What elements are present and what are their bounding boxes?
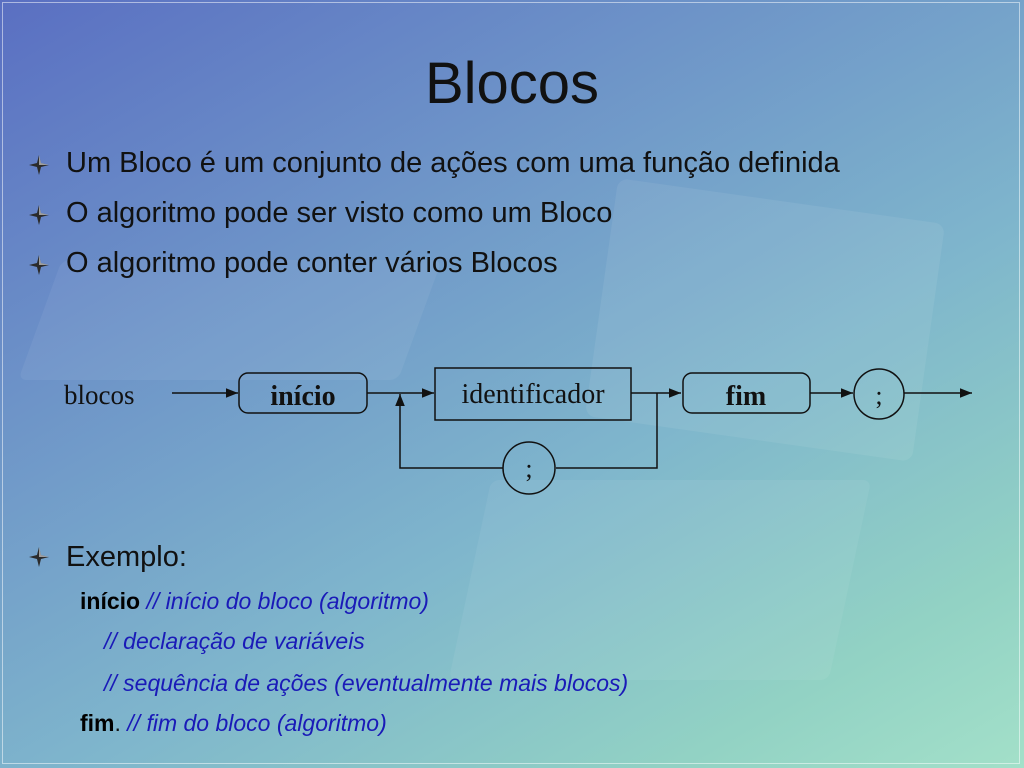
bullet-text: Um Bloco é um conjunto de ações com uma … xyxy=(66,147,840,179)
code-comment: // sequência de ações (eventualmente mai… xyxy=(104,670,629,696)
bullet-list: Um Bloco é um conjunto de ações com uma … xyxy=(28,142,840,292)
code-comment: // fim do bloco (algoritmo) xyxy=(127,710,387,736)
code-keyword: fim xyxy=(80,710,115,736)
code-punctuation: . xyxy=(114,710,121,736)
code-line: fim. // fim do bloco (algoritmo) xyxy=(80,710,387,737)
loop-separator-label: ; xyxy=(525,454,532,483)
bullet-item: O algoritmo pode conter vários Blocos xyxy=(28,242,840,292)
four-point-star-icon xyxy=(29,205,49,225)
terminator-node xyxy=(853,368,905,420)
example-heading: Exemplo: xyxy=(28,536,187,578)
end-keyword-label: fim xyxy=(726,381,766,412)
four-point-star-icon xyxy=(29,255,49,275)
start-keyword-label: início xyxy=(270,381,335,412)
bullet-item: O algoritmo pode ser visto como um Bloco xyxy=(28,192,840,242)
code-line: // declaração de variáveis xyxy=(104,628,365,655)
identifier-box xyxy=(434,367,632,421)
code-keyword: início xyxy=(80,588,141,614)
code-comment: // declaração de variáveis xyxy=(104,628,365,654)
loop-path-left xyxy=(395,394,503,469)
rule-name-label: blocos xyxy=(64,380,135,410)
four-point-star-icon xyxy=(29,547,49,567)
loop-path-right xyxy=(556,393,658,469)
example-label: Exemplo: xyxy=(66,541,187,573)
code-line: início // início do bloco (algoritmo) xyxy=(80,588,429,615)
bullet-text: O algoritmo pode ser visto como um Bloco xyxy=(66,197,613,229)
terminator-label: ; xyxy=(875,381,882,410)
four-point-star-icon xyxy=(29,155,49,175)
code-line: // sequência de ações (eventualmente mai… xyxy=(104,670,628,697)
identifier-label: identificador xyxy=(461,379,605,410)
example-section: Exemplo: xyxy=(28,536,187,578)
code-comment: // início do bloco (algoritmo) xyxy=(146,588,429,614)
bullet-item: Um Bloco é um conjunto de ações com uma … xyxy=(28,142,840,192)
slide-title: Blocos xyxy=(424,51,600,116)
bullet-text: O algoritmo pode conter vários Blocos xyxy=(66,247,558,279)
